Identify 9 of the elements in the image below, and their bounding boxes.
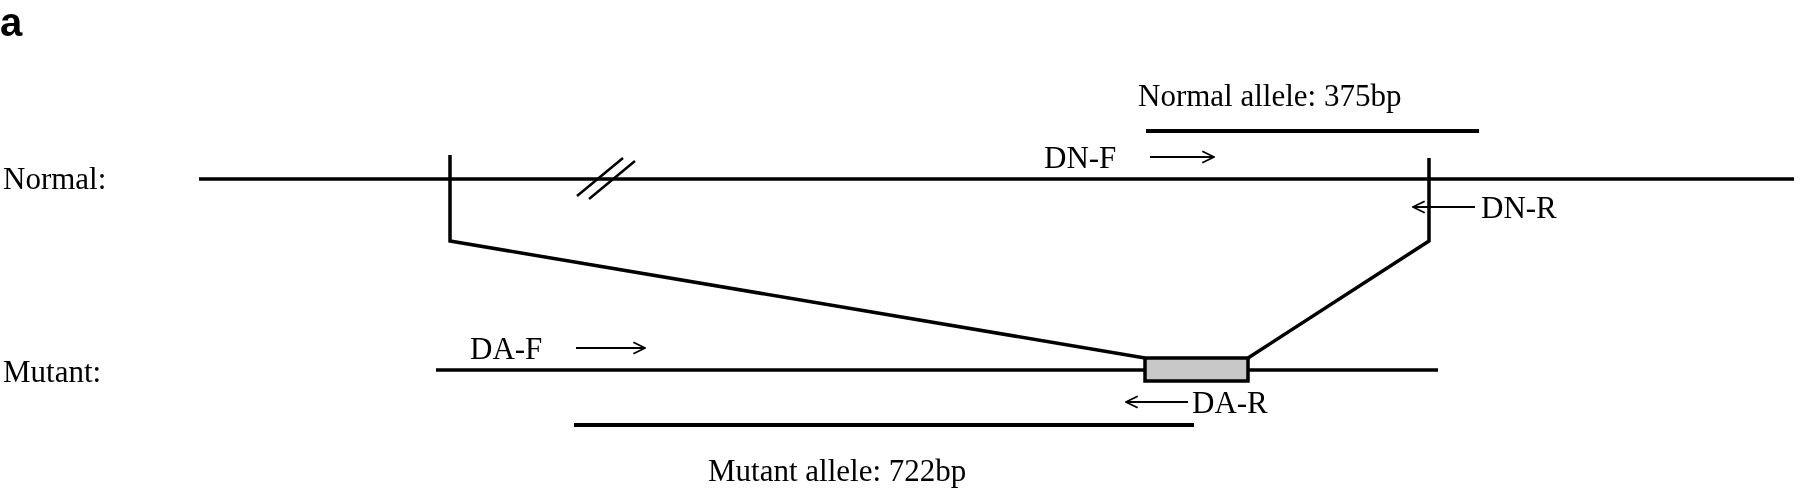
panel-letter: a [0, 2, 23, 42]
amplicon-label: Normal allele: 375bp [1138, 80, 1402, 111]
primer-label: DN-R [1481, 192, 1557, 223]
primer-label: DA-F [470, 333, 543, 364]
row-label: Normal: [3, 163, 107, 194]
amplicon-label: Mutant allele: 722bp [708, 455, 967, 486]
row-label: Mutant: [3, 356, 102, 387]
primer-label: DN-F [1044, 142, 1117, 173]
primer-label: DA-R [1192, 387, 1268, 418]
